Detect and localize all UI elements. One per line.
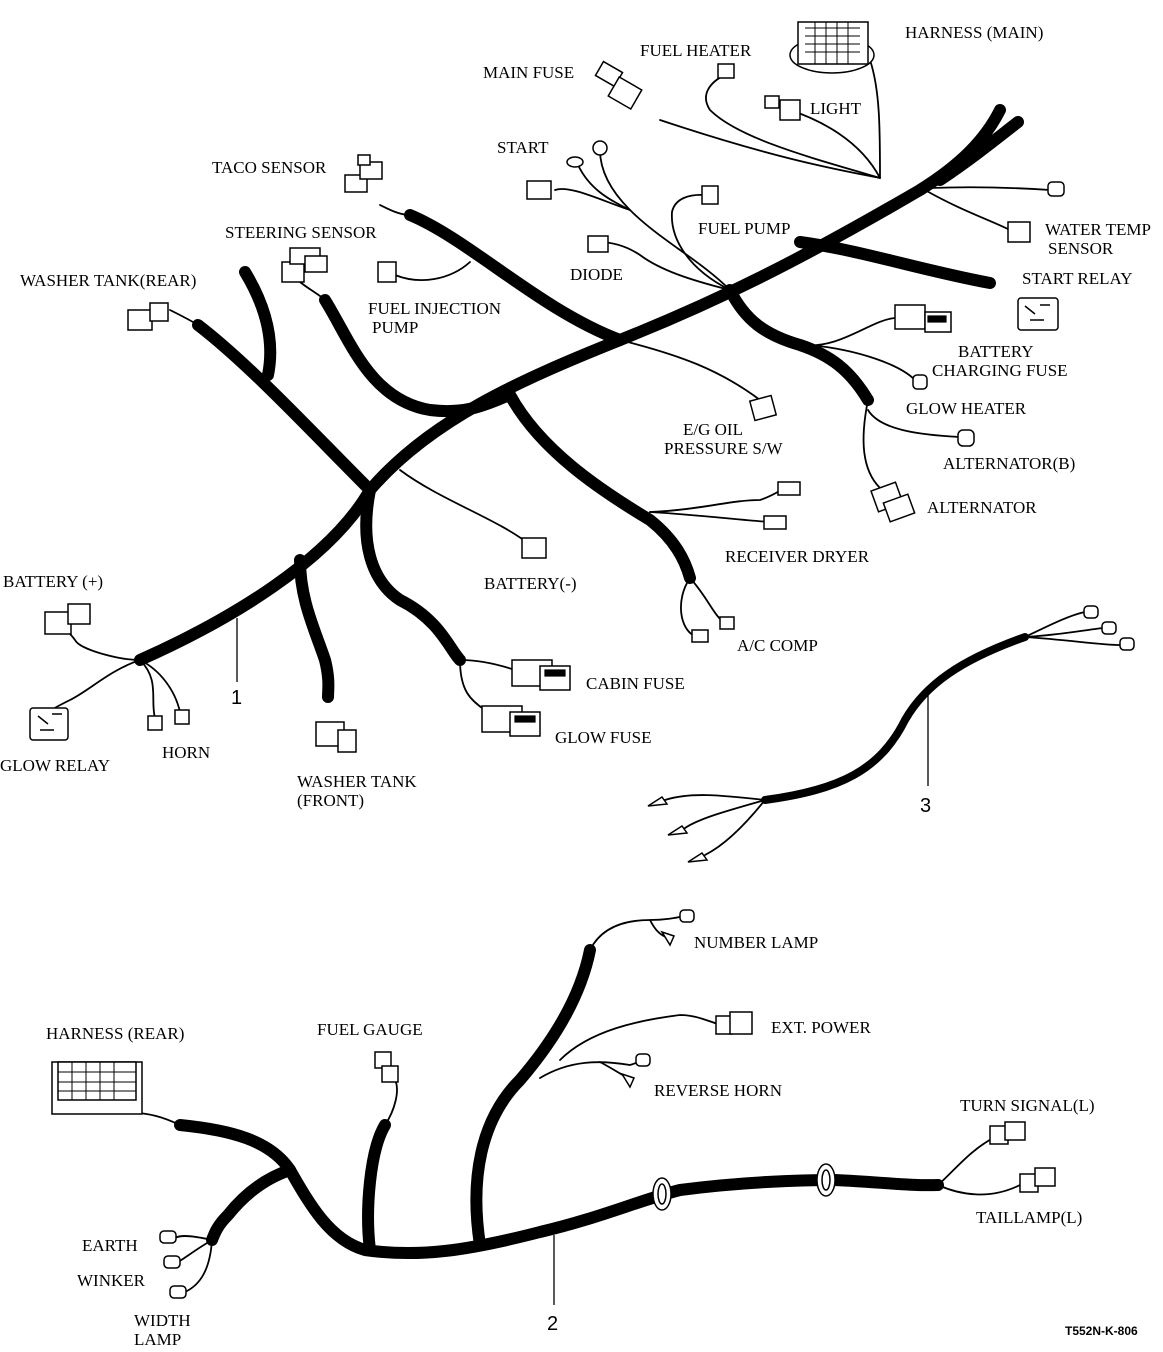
label-width-lamp: WIDTH — [134, 1311, 191, 1330]
harness-2-rear: NUMBER LAMP HARNESS (REAR) FUEL GAUGE EX… — [46, 909, 1095, 1349]
harness-1-connectors — [29, 21, 1065, 753]
label-horn: HORN — [162, 743, 210, 762]
label-fuel-injection-pump: PUMP — [372, 318, 418, 337]
label-winker: WINKER — [77, 1271, 146, 1290]
glow-heater-connector-icon — [912, 374, 928, 390]
grommet-icon — [816, 1163, 836, 1197]
water-temp-sensor-connector-icon — [1007, 181, 1065, 243]
harness-rear-connector-icon — [51, 1061, 143, 1115]
label-receiver-dryer: RECEIVER DRYER — [725, 547, 870, 566]
harness-number-2: 2 — [547, 1313, 558, 1335]
fuel-gauge-connector-icon — [374, 1051, 399, 1083]
grommet-icon — [652, 1177, 672, 1211]
label-alternator: ALTERNATOR — [927, 498, 1037, 517]
label-alternator-b: ALTERNATOR(B) — [943, 454, 1075, 473]
label-ext-power: EXT. POWER — [771, 1018, 871, 1037]
harness-3: 3 — [647, 605, 1135, 863]
glow-fuse-connector-icon — [481, 705, 541, 737]
eg-oil-pressure-switch-icon — [748, 394, 778, 422]
battery-plus-terminal-icon — [44, 603, 91, 635]
label-eg-oil: E/G OIL — [683, 420, 743, 439]
label-battery-charging-fuse: CHARGING FUSE — [932, 361, 1068, 380]
receiver-dryer-connector-icon — [763, 481, 801, 530]
label-washer-tank-front-paren: (FRONT) — [297, 791, 364, 810]
label-reverse-horn: REVERSE HORN — [654, 1081, 782, 1100]
glow-relay-connector-icon — [29, 707, 69, 741]
label-diode: DIODE — [570, 265, 623, 284]
label-washer-tank-rear: WASHER TANK(REAR) — [20, 271, 196, 290]
label-eg-oil-pressure-sw: PRESSURE S/W — [664, 439, 784, 458]
horn-connector-icon — [147, 709, 190, 731]
alternator-connector-icon — [870, 481, 916, 523]
ac-comp-connector-icon — [691, 616, 735, 643]
fuel-injection-pump-connector-icon — [377, 261, 397, 283]
label-washer-tank-front: WASHER TANK — [297, 772, 417, 791]
label-battery-minus: BATTERY(-) — [484, 574, 577, 593]
label-cabin-fuse: CABIN FUSE — [586, 674, 685, 693]
label-fuel-gauge: FUEL GAUGE — [317, 1020, 423, 1039]
label-number-lamp: NUMBER LAMP — [694, 933, 818, 952]
ext-power-connector-icon — [715, 1011, 753, 1035]
label-harness-rear: HARNESS (REAR) — [46, 1024, 184, 1043]
label-water-temp-sensor: SENSOR — [1048, 239, 1114, 258]
harness-number-3: 3 — [920, 795, 931, 817]
label-steering-sensor: STEERING SENSOR — [225, 223, 377, 242]
turn-signal-connector-icon — [989, 1121, 1026, 1145]
light-connector-icon — [764, 95, 801, 121]
cabin-fuse-connector-icon — [511, 659, 571, 691]
harness-main-connector-icon — [789, 21, 875, 74]
label-main-fuse: MAIN FUSE — [483, 63, 574, 82]
battery-minus-terminal-icon — [521, 537, 547, 559]
washer-tank-front-connector-icon — [315, 721, 357, 753]
taco-sensor-connector-icon — [344, 154, 383, 193]
reverse-horn-terminal-icon — [620, 1053, 651, 1089]
fuel-heater-connector-icon — [717, 63, 735, 79]
washer-tank-rear-connector-icon — [127, 302, 169, 331]
label-glow-fuse: GLOW FUSE — [555, 728, 652, 747]
harness-1-main — [44, 59, 1051, 719]
harness-3-terminals-icon — [647, 605, 1135, 863]
label-start: START — [497, 138, 549, 157]
start-connector-icon — [526, 180, 552, 200]
label-width-lamp-2: LAMP — [134, 1330, 181, 1349]
label-fuel-pump: FUEL PUMP — [698, 219, 790, 238]
taillamp-connector-icon — [1019, 1167, 1056, 1193]
steering-sensor-connector-icon — [281, 247, 328, 283]
harness-number-1: 1 — [231, 687, 242, 709]
label-fuel-injection: FUEL INJECTION — [368, 299, 501, 318]
label-battery-plus: BATTERY (+) — [3, 572, 103, 591]
label-ac-comp: A/C COMP — [737, 636, 818, 655]
diode-connector-icon — [587, 235, 609, 253]
label-water-temp: WATER TEMP — [1045, 220, 1151, 239]
label-turn-signal-l: TURN SIGNAL(L) — [960, 1096, 1095, 1115]
number-lamp-terminal-icon — [660, 909, 695, 947]
label-battery-charging: BATTERY — [958, 342, 1034, 361]
width-lamp-terminal-icon — [169, 1285, 187, 1299]
harness-1-labels: HARNESS (MAIN) FUEL HEATER MAIN FUSE LIG… — [0, 23, 1151, 810]
label-fuel-heater: FUEL HEATER — [640, 41, 752, 60]
main-fuse-connector-icon — [594, 60, 643, 111]
figure-code: T552N-K-806 — [1065, 1324, 1138, 1338]
winker-terminal-icon — [163, 1255, 181, 1269]
label-earth: EARTH — [82, 1236, 138, 1255]
start-relay-connector-icon — [1017, 297, 1059, 331]
label-taillamp-l: TAILLAMP(L) — [976, 1208, 1082, 1227]
label-harness-main: HARNESS (MAIN) — [905, 23, 1043, 42]
label-glow-relay: GLOW RELAY — [0, 756, 110, 775]
label-start-relay: START RELAY — [1022, 269, 1133, 288]
start-terminal-icon — [566, 140, 608, 168]
label-glow-heater: GLOW HEATER — [906, 399, 1027, 418]
label-taco-sensor: TACO SENSOR — [212, 158, 327, 177]
alternator-b-terminal-icon — [957, 429, 975, 447]
battery-charging-fuse-connector-icon — [894, 304, 952, 333]
label-light: LIGHT — [810, 99, 862, 118]
earth-terminal-icon — [159, 1230, 177, 1244]
fuel-pump-connector-icon — [701, 185, 719, 205]
